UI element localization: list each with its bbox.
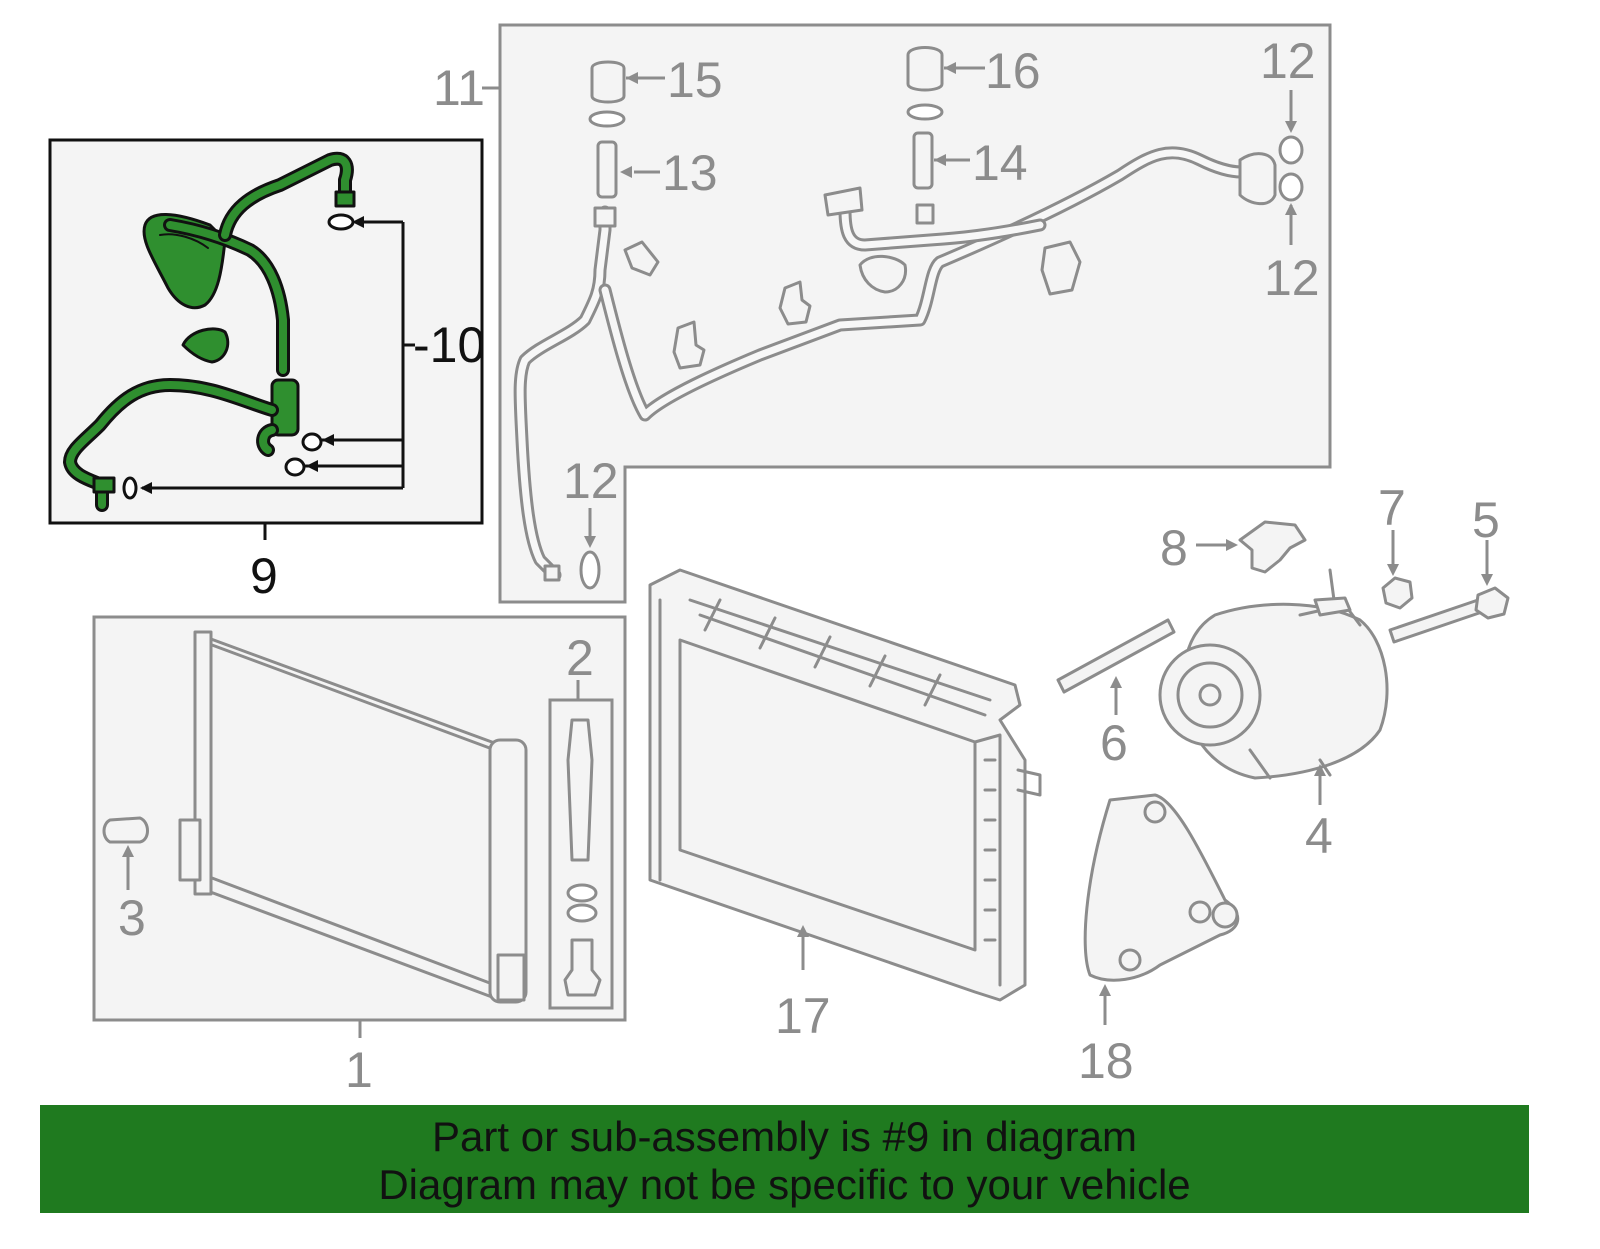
valve-cap-15 (590, 60, 626, 104)
callout-2: 2 (566, 630, 594, 686)
line-clip (623, 240, 660, 277)
receiver-tank (488, 738, 528, 1004)
plug (563, 938, 602, 997)
line-assembly-group-11[interactable]: 11 (433, 23, 1332, 604)
line-fitting (823, 186, 864, 217)
valve-core-14 (912, 131, 934, 190)
valve-cap-16 (906, 46, 944, 92)
nut-7 (1381, 576, 1414, 610)
callout-12: 12 (1260, 33, 1316, 89)
stud-6 (1056, 618, 1176, 694)
condenser-group-1[interactable]: 3 2 1 (92, 615, 627, 1098)
line-clip (672, 320, 706, 370)
callout-17: 17 (775, 988, 831, 1044)
callout-4: 4 (1305, 808, 1333, 864)
line-clip (778, 280, 812, 326)
callout-11: 11 (433, 60, 485, 116)
callout-8: 8 (1160, 520, 1188, 576)
callout-5: 5 (1472, 492, 1500, 548)
callout-7: 7 (1378, 480, 1406, 536)
o-ring (327, 213, 355, 231)
footer-banner: Part or sub-assembly is #9 in diagram Di… (40, 1105, 1529, 1213)
callout-13: 13 (662, 145, 718, 201)
grommet (858, 254, 908, 294)
callout-12: 12 (563, 453, 619, 509)
callout-6: 6 (1100, 715, 1128, 771)
line-fitting (1238, 152, 1277, 206)
desiccant-bag (566, 718, 594, 862)
o-ring (122, 476, 138, 500)
valve-core-13 (596, 140, 618, 199)
line-assembly-group-9[interactable]: -10 9 (48, 138, 485, 604)
footer-line-2: Diagram may not be specific to your vehi… (378, 1161, 1191, 1208)
callout-18: 18 (1078, 1033, 1134, 1089)
bracket-18 (1083, 793, 1239, 982)
callout-12: 12 (1264, 250, 1320, 306)
o-ring (301, 432, 323, 452)
radiator-support-17[interactable]: 17 (648, 568, 1042, 1044)
callout-16: 16 (985, 43, 1041, 99)
footer-line-1: Part or sub-assembly is #9 in diagram (432, 1113, 1137, 1160)
pressure-sensor (102, 816, 149, 844)
compressor-group[interactable]: 8 7 5 6 4 18 (1056, 480, 1510, 1089)
group-box-9 (48, 138, 484, 525)
callout-3: 3 (118, 890, 146, 946)
grommet (181, 327, 230, 364)
callout-10: -10 (413, 317, 485, 373)
callout-15: 15 (667, 52, 723, 108)
callout-9: 9 (250, 548, 278, 604)
callout-1: 1 (345, 1042, 373, 1098)
line-bracket (1040, 240, 1082, 296)
o-ring (284, 457, 306, 477)
bracket-8 (1238, 520, 1307, 574)
callout-14: 14 (972, 135, 1028, 191)
